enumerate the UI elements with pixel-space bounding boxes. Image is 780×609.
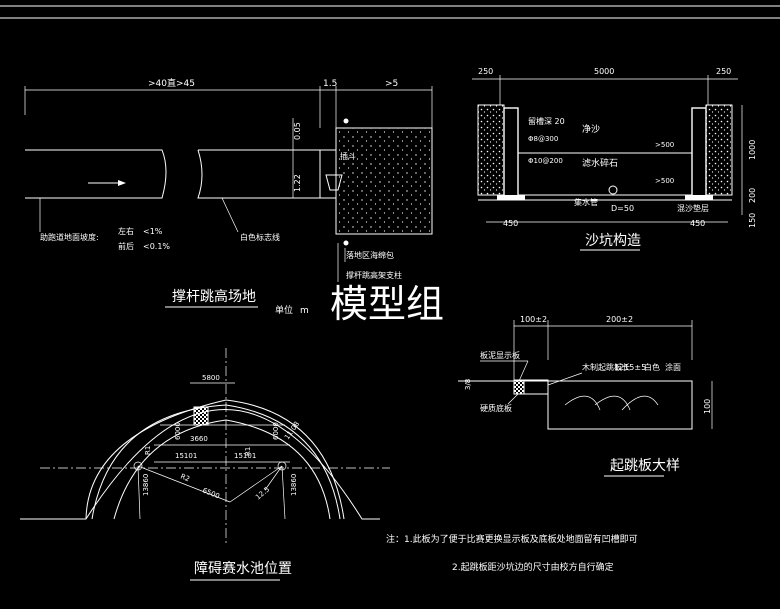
tb-wood-label: 木制起跳板长 <box>582 362 630 372</box>
pv-landing-area <box>335 127 433 235</box>
tb-board-label: 板泥显示板 <box>480 350 520 360</box>
tb-wood-value: 1215±5 <box>614 363 646 372</box>
pv-slope-fb-label: 前后 <box>118 241 134 251</box>
pv-planting-box <box>325 174 343 191</box>
pv-landing-label: 落地区海绵包 <box>346 250 394 260</box>
st-d3: 15101 <box>175 452 197 460</box>
sp-dim-right: 250 <box>716 67 731 76</box>
st-d7: 13860 <box>142 474 150 496</box>
st-d10: R1 <box>144 446 152 455</box>
sand-pit-section: 250 5000 250 1000 200 150 450 450 留槽深 20… <box>472 67 757 251</box>
tb-dim-left: 100±2 <box>520 315 547 324</box>
pv-dim-top-right: >5 <box>385 79 398 89</box>
sp-rebar1: Φ8@300 <box>528 135 558 143</box>
sp-dim-center: 5000 <box>594 67 614 76</box>
sp-dim-h2: 200 <box>748 188 757 203</box>
pv-stand-label: 撑杆跳高架支柱 <box>346 270 402 280</box>
pv-slope-label: 助跑道地面坡度: <box>40 232 99 242</box>
st-d8: 13860 <box>290 474 298 496</box>
takeoff-section: 100±2 200±2 板泥显示板 木制起跳板长 1215±5 白色 涂面 硬质… <box>458 315 713 477</box>
tb-surface-label: 涂面 <box>665 362 681 372</box>
sp-s1: >500 <box>655 141 674 149</box>
sp-drain-label: 集水管 <box>574 197 598 207</box>
pv-slope-fb-value: <0.1% <box>143 242 170 251</box>
st-d2: 3660 <box>190 435 208 443</box>
tb-curve-2 <box>594 395 631 411</box>
steeple-section: 5800 3660 15101 15101 6000 6000 13860 13… <box>20 348 390 581</box>
sp-right-wall <box>705 104 733 196</box>
tb-h-right: 100 <box>703 399 712 414</box>
st-title: 障碍赛水池位置 <box>194 561 292 577</box>
tb-base-block <box>547 380 693 430</box>
tb-dim-right: 200±2 <box>606 315 633 324</box>
sp-pipe-label: D=50 <box>611 204 634 213</box>
tb-title: 起跳板大样 <box>610 458 680 474</box>
sp-s2: >500 <box>655 177 674 185</box>
st-d5: 6000 <box>174 422 182 440</box>
sp-wall-label: 留槽深 20 <box>528 116 565 126</box>
pv-unit-value: m <box>300 306 309 316</box>
pole-vault-section: >40直>45 1.5 >5 0.05 1.22 插斗 助跑道地面坡度: 左右 … <box>24 77 433 316</box>
pv-runway-right <box>197 149 321 199</box>
tb-curve-1 <box>564 395 601 411</box>
pv-dim-v1: 0.05 <box>293 122 302 140</box>
note-line-1: 注：1.此板为了便于比赛更换显示板及底板处地面留有凹槽即可 <box>386 533 638 545</box>
pv-box-label: 插斗 <box>340 151 356 161</box>
st-d9: 6500 <box>201 486 221 500</box>
pv-unit-label: 单位 <box>275 304 293 316</box>
watermark-text: 模型组 <box>330 282 444 326</box>
pv-runway-left <box>25 149 167 199</box>
sp-title: 沙坑构造 <box>585 233 641 249</box>
st-d6: 6000 <box>272 422 280 440</box>
pv-slope-lr-label: 左右 <box>118 226 134 236</box>
tb-h-left: 3/8 <box>464 379 472 390</box>
pv-title: 撑杆跳高场地 <box>172 288 256 305</box>
tb-wood-board <box>523 379 549 395</box>
st-d12: R1 <box>244 447 252 456</box>
tb-indicator-board <box>513 379 525 395</box>
pv-direction-arrow-icon <box>118 180 126 186</box>
sp-sand-label: 净沙 <box>582 123 600 135</box>
tb-base-label: 硬质底板 <box>480 403 512 413</box>
pv-slope-lr-value: <1% <box>143 227 163 236</box>
sp-dim-h3: 150 <box>748 213 757 228</box>
pv-dim-top-mid: 1.5 <box>323 79 337 89</box>
st-d4: 15101 <box>234 452 256 460</box>
sp-gravel-label: 混沙垫层 <box>677 203 709 213</box>
tb-color-label: 白色 <box>644 362 660 372</box>
pv-dim-top-left: >40直>45 <box>148 77 195 89</box>
sp-left-wall <box>477 104 505 196</box>
pv-dim-v2: 1.22 <box>293 174 302 192</box>
st-d1: 5800 <box>202 374 220 382</box>
sp-dim-left: 250 <box>478 67 493 76</box>
sp-dim-b-right: 450 <box>690 219 705 228</box>
pv-white-line-label: 白色标志线 <box>240 232 280 242</box>
sp-rebar2: Φ10@200 <box>528 157 563 165</box>
sp-filter-label: 滤水碎石 <box>582 157 618 169</box>
st-d11: R2 <box>179 472 191 483</box>
st-water-jump <box>193 406 209 426</box>
sp-dim-b-left: 450 <box>503 219 518 228</box>
note-line-2: 2.起跳板距沙坑边的尺寸由校方自行确定 <box>452 561 614 573</box>
st-d14: 12.5 <box>254 485 271 501</box>
sp-dim-h1: 1000 <box>748 140 757 160</box>
tb-curve-3 <box>621 395 659 411</box>
